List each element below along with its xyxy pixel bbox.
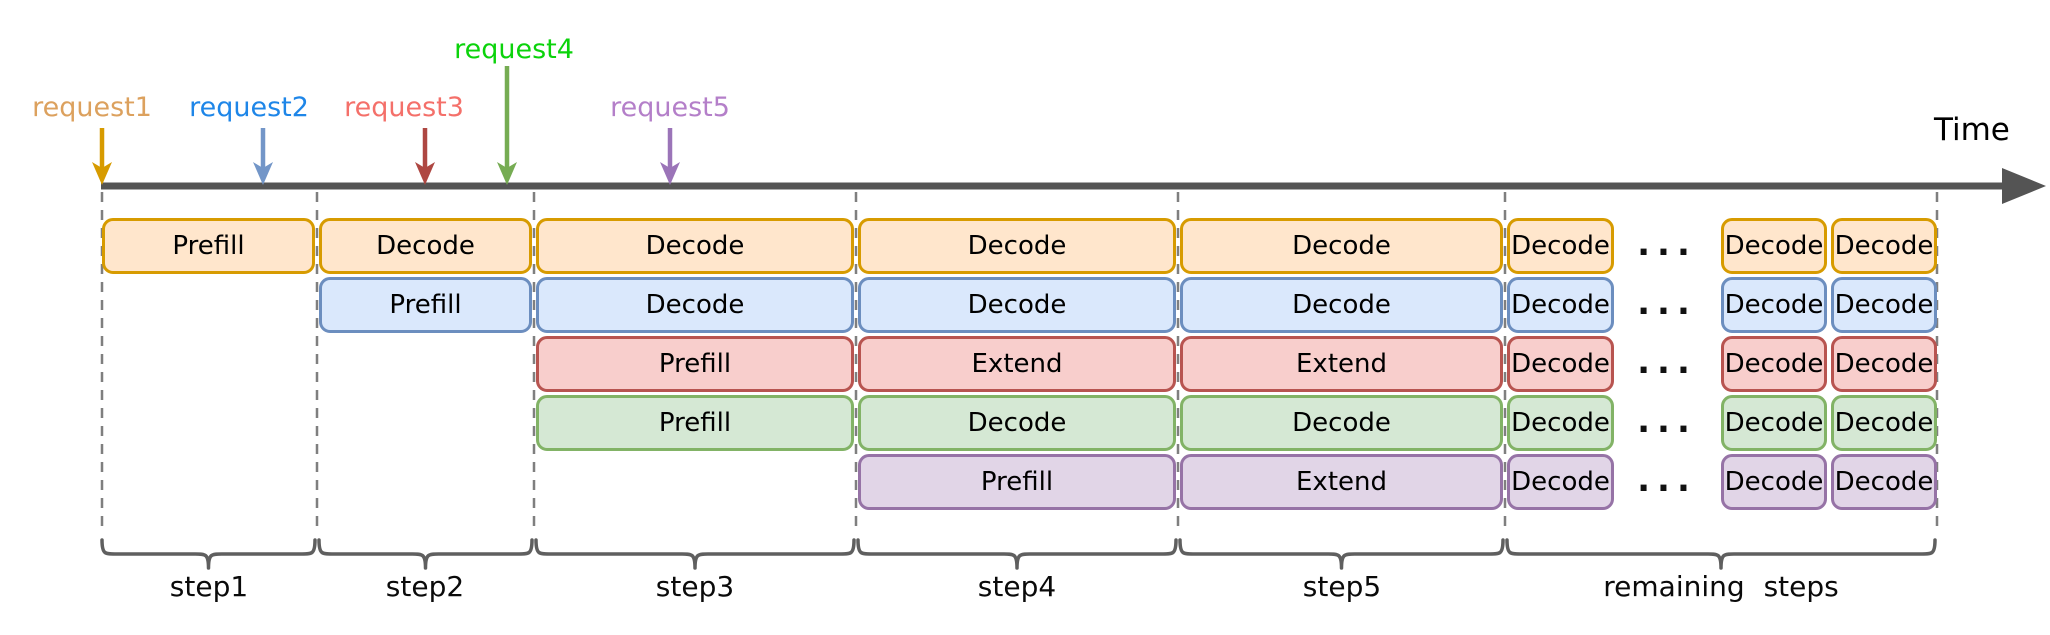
block-request4-step4: Decode	[858, 395, 1176, 451]
request3-arrowhead	[415, 162, 435, 185]
block-request2-step3: Decode	[536, 277, 854, 333]
remaining-steps-label: remaining steps	[1603, 570, 1839, 603]
ellipsis-request3: ...	[1637, 342, 1697, 382]
block-request4-rem3: Decode	[1831, 395, 1937, 451]
remaining-steps-brace	[1505, 538, 1937, 570]
ellipsis-request5: ...	[1637, 460, 1697, 500]
block-request2-rem3: Decode	[1831, 277, 1937, 333]
step5-brace	[1178, 538, 1505, 570]
request2-arrowhead	[253, 162, 273, 185]
step4-brace	[856, 538, 1178, 570]
request5-arrowhead	[660, 162, 680, 185]
block-request3-step4: Extend	[858, 336, 1176, 392]
block-request1-rem2: Decode	[1721, 218, 1827, 274]
block-request5-step4: Prefill	[858, 454, 1176, 510]
block-request4-step3: Prefill	[536, 395, 854, 451]
block-request1-step4: Decode	[858, 218, 1176, 274]
block-request2-step4: Decode	[858, 277, 1176, 333]
request4-arrowhead	[497, 162, 517, 185]
request4-label: request4	[454, 34, 574, 65]
step4-label: step4	[977, 570, 1057, 603]
request2-label: request2	[189, 92, 309, 123]
block-request4-rem1: Decode	[1507, 395, 1614, 451]
timeline-arrowhead	[2002, 168, 2046, 204]
step3-brace	[534, 538, 856, 570]
block-request1-rem1: Decode	[1507, 218, 1614, 274]
request1-label: request1	[32, 92, 152, 123]
request5-label: request5	[610, 92, 730, 123]
block-request2-rem1: Decode	[1507, 277, 1614, 333]
block-request2-step2: Prefill	[319, 277, 532, 333]
block-request5-rem2: Decode	[1721, 454, 1827, 510]
block-request3-step5: Extend	[1180, 336, 1503, 392]
step2-brace	[317, 538, 534, 570]
step5-label: step5	[1302, 570, 1382, 603]
ellipsis-request2: ...	[1637, 283, 1697, 323]
block-request3-rem1: Decode	[1507, 336, 1614, 392]
block-request4-rem2: Decode	[1721, 395, 1827, 451]
time-label: Time	[1934, 112, 2010, 148]
block-request2-step5: Decode	[1180, 277, 1503, 333]
block-request4-step5: Decode	[1180, 395, 1503, 451]
block-request2-rem2: Decode	[1721, 277, 1827, 333]
block-request3-step3: Prefill	[536, 336, 854, 392]
block-request3-rem2: Decode	[1721, 336, 1827, 392]
request1-arrowhead	[92, 162, 112, 185]
block-request1-step5: Decode	[1180, 218, 1503, 274]
step1-label: step1	[169, 570, 249, 603]
request3-label: request3	[344, 92, 464, 123]
step3-label: step3	[655, 570, 735, 603]
block-request5-step5: Extend	[1180, 454, 1503, 510]
block-request1-step3: Decode	[536, 218, 854, 274]
block-request5-rem3: Decode	[1831, 454, 1937, 510]
block-request3-rem3: Decode	[1831, 336, 1937, 392]
block-request5-rem1: Decode	[1507, 454, 1614, 510]
ellipsis-request4: ...	[1637, 401, 1697, 441]
step2-label: step2	[385, 570, 465, 603]
block-request1-step1: Prefill	[102, 218, 315, 274]
block-request1-rem3: Decode	[1831, 218, 1937, 274]
ellipsis-request1: ...	[1637, 224, 1697, 264]
block-request1-step2: Decode	[319, 218, 532, 274]
step1-brace	[100, 538, 317, 570]
